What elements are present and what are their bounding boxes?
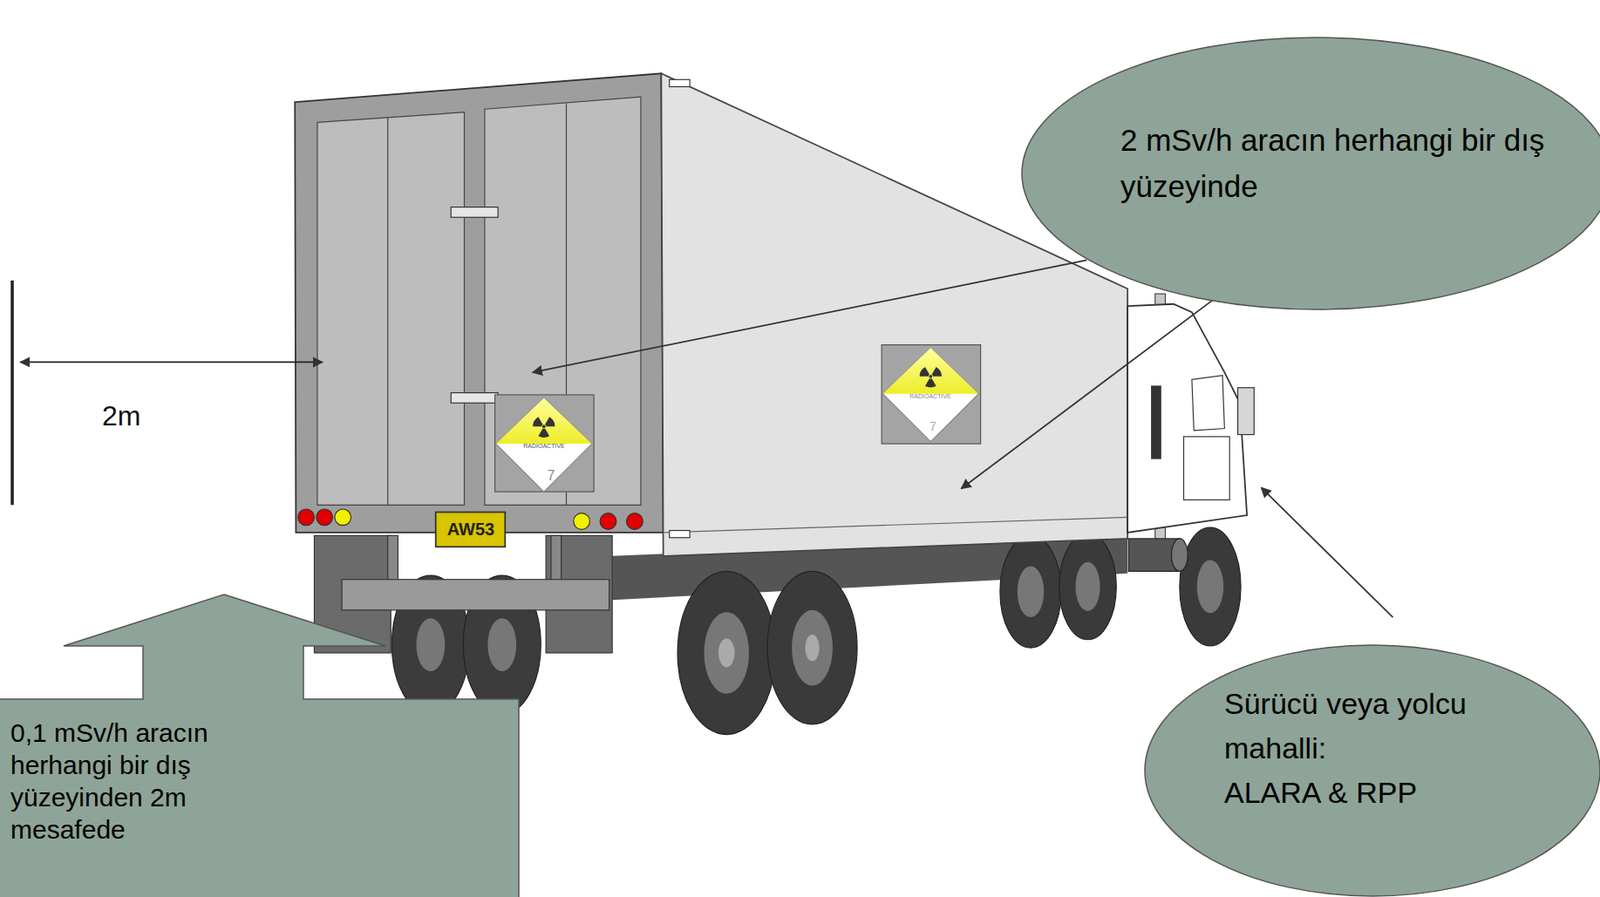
rear-bumper bbox=[341, 579, 610, 611]
callout-ellipse: Sürücü veya yolcu mahalli:ALARA & RPP bbox=[1143, 643, 1600, 897]
tail-light bbox=[573, 513, 591, 531]
placard-text: RADIOACTIVE bbox=[523, 442, 565, 450]
callout-text-group: 2 mSv/h aracın herhangi bir dış yüzeyind… bbox=[1120, 116, 1574, 210]
door-latch bbox=[450, 393, 498, 404]
rear-door bbox=[484, 96, 641, 505]
placard-class-number: 7 bbox=[547, 468, 556, 484]
reference-line bbox=[10, 280, 14, 505]
tail-light bbox=[626, 513, 644, 531]
license-plate-text: AW53 bbox=[447, 519, 495, 539]
marker-light bbox=[669, 531, 690, 538]
truck-cab bbox=[1127, 304, 1247, 533]
hazard-placard bbox=[496, 397, 593, 492]
license-plate bbox=[435, 511, 506, 547]
hazard-placard bbox=[882, 347, 979, 443]
radiation-trefoil bbox=[919, 367, 942, 389]
placard-top bbox=[496, 397, 593, 444]
tail-light bbox=[316, 509, 334, 526]
callout-ellipse-outline bbox=[1144, 645, 1600, 897]
placard-top bbox=[882, 347, 979, 395]
callout-arrow-box: 0,1 mSv/h aracın herhangi bir dış yüzeyi… bbox=[0, 594, 532, 897]
placard-text: RADIOACTIVE bbox=[909, 393, 951, 401]
wheel bbox=[1000, 535, 1062, 648]
leader-line bbox=[960, 299, 1214, 490]
wheel-hub bbox=[1017, 566, 1044, 619]
radiation-trefoil bbox=[532, 416, 555, 438]
wheel-hub bbox=[1075, 562, 1100, 612]
wheel-hub bbox=[718, 639, 736, 668]
tail-light bbox=[599, 513, 617, 531]
mirror bbox=[1238, 388, 1255, 436]
callout-arrow-outline bbox=[0, 594, 519, 897]
grab-handle bbox=[1150, 385, 1162, 459]
wheel-hub bbox=[415, 618, 445, 672]
trailer-edge bbox=[663, 517, 1128, 533]
wheel-hub bbox=[804, 634, 819, 661]
leader-line bbox=[1260, 487, 1393, 618]
bumper-strut bbox=[551, 535, 562, 582]
callout-text: ALARA & RPP bbox=[1224, 770, 1556, 816]
wheel-hub bbox=[791, 610, 833, 687]
cab-window bbox=[1191, 375, 1225, 431]
wheel-hub bbox=[704, 612, 749, 695]
bumper-strut bbox=[388, 535, 399, 582]
callout-ellipse-outline bbox=[1021, 37, 1600, 310]
callout-ellipse: 2 mSv/h aracın herhangi bir dış yüzeyind… bbox=[1020, 35, 1600, 312]
dimension-arrow bbox=[20, 361, 322, 364]
wheel bbox=[767, 571, 858, 725]
callout-text-group: 0,1 mSv/h aracın herhangi bir dış yüzeyi… bbox=[10, 716, 273, 846]
callout-text-group: Sürücü veya yolcu mahalli:ALARA & RPP bbox=[1224, 681, 1556, 816]
tail-light bbox=[298, 509, 315, 526]
wheel bbox=[1179, 527, 1241, 647]
wheel-hub bbox=[1197, 559, 1224, 613]
placard-frame bbox=[495, 394, 595, 492]
door-panel-line bbox=[387, 117, 389, 506]
trailer-rear bbox=[294, 73, 663, 533]
dimension-label: 2m bbox=[102, 401, 141, 432]
callout-text: Sürücü veya yolcu mahalli: bbox=[1224, 681, 1556, 771]
wheel bbox=[1059, 533, 1117, 640]
callout-text: 0,1 mSv/h aracın herhangi bir dış yüzeyi… bbox=[10, 716, 273, 846]
placard-class-number: 7 bbox=[929, 420, 937, 434]
leader-line bbox=[532, 259, 1087, 373]
callout-shape bbox=[1143, 643, 1600, 897]
placard-frame bbox=[881, 345, 981, 445]
cab-door bbox=[1184, 436, 1231, 501]
wheel-hub bbox=[487, 618, 517, 672]
callout-text: 2 mSv/h aracın herhangi bir dış yüzeyind… bbox=[1120, 116, 1574, 210]
rear-door bbox=[317, 112, 465, 506]
marker-light bbox=[669, 79, 690, 87]
callout-shape bbox=[1020, 35, 1600, 312]
tail-light bbox=[334, 509, 352, 526]
door-latch bbox=[450, 207, 498, 218]
wheel bbox=[677, 571, 776, 735]
fuel-tank bbox=[1171, 538, 1189, 572]
